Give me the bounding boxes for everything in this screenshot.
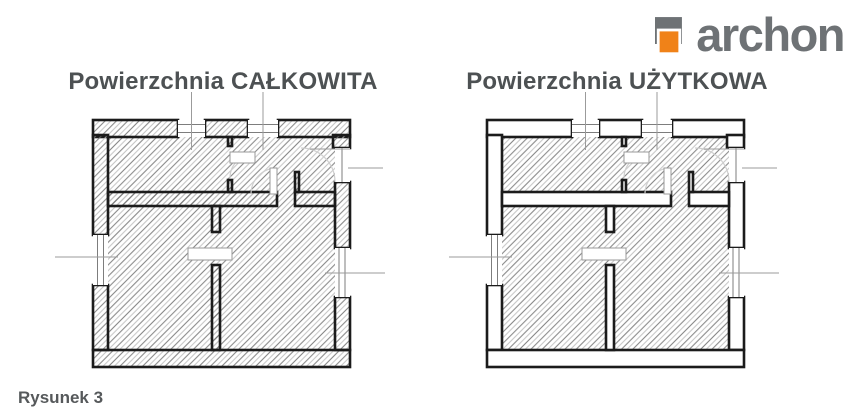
figure-title-uzytkowa: Powierzchnia UŻYTKOWA bbox=[466, 68, 768, 95]
archon-logo: archon bbox=[655, 8, 845, 61]
floor-plan-calkowita bbox=[55, 92, 385, 369]
archon-logo-icon bbox=[655, 17, 683, 56]
archon-logo-text: archon bbox=[696, 8, 845, 61]
floor-plan-uzytkowa bbox=[449, 92, 779, 369]
figure-caption: Rysunek 3 bbox=[18, 388, 104, 407]
figure-calkowita: Powierzchnia CAŁKOWITA bbox=[48, 68, 398, 380]
figure-uzytkowa: Powierzchnia UŻYTKOWA bbox=[442, 68, 792, 380]
figure-title-calkowita: Powierzchnia CAŁKOWITA bbox=[68, 68, 378, 95]
